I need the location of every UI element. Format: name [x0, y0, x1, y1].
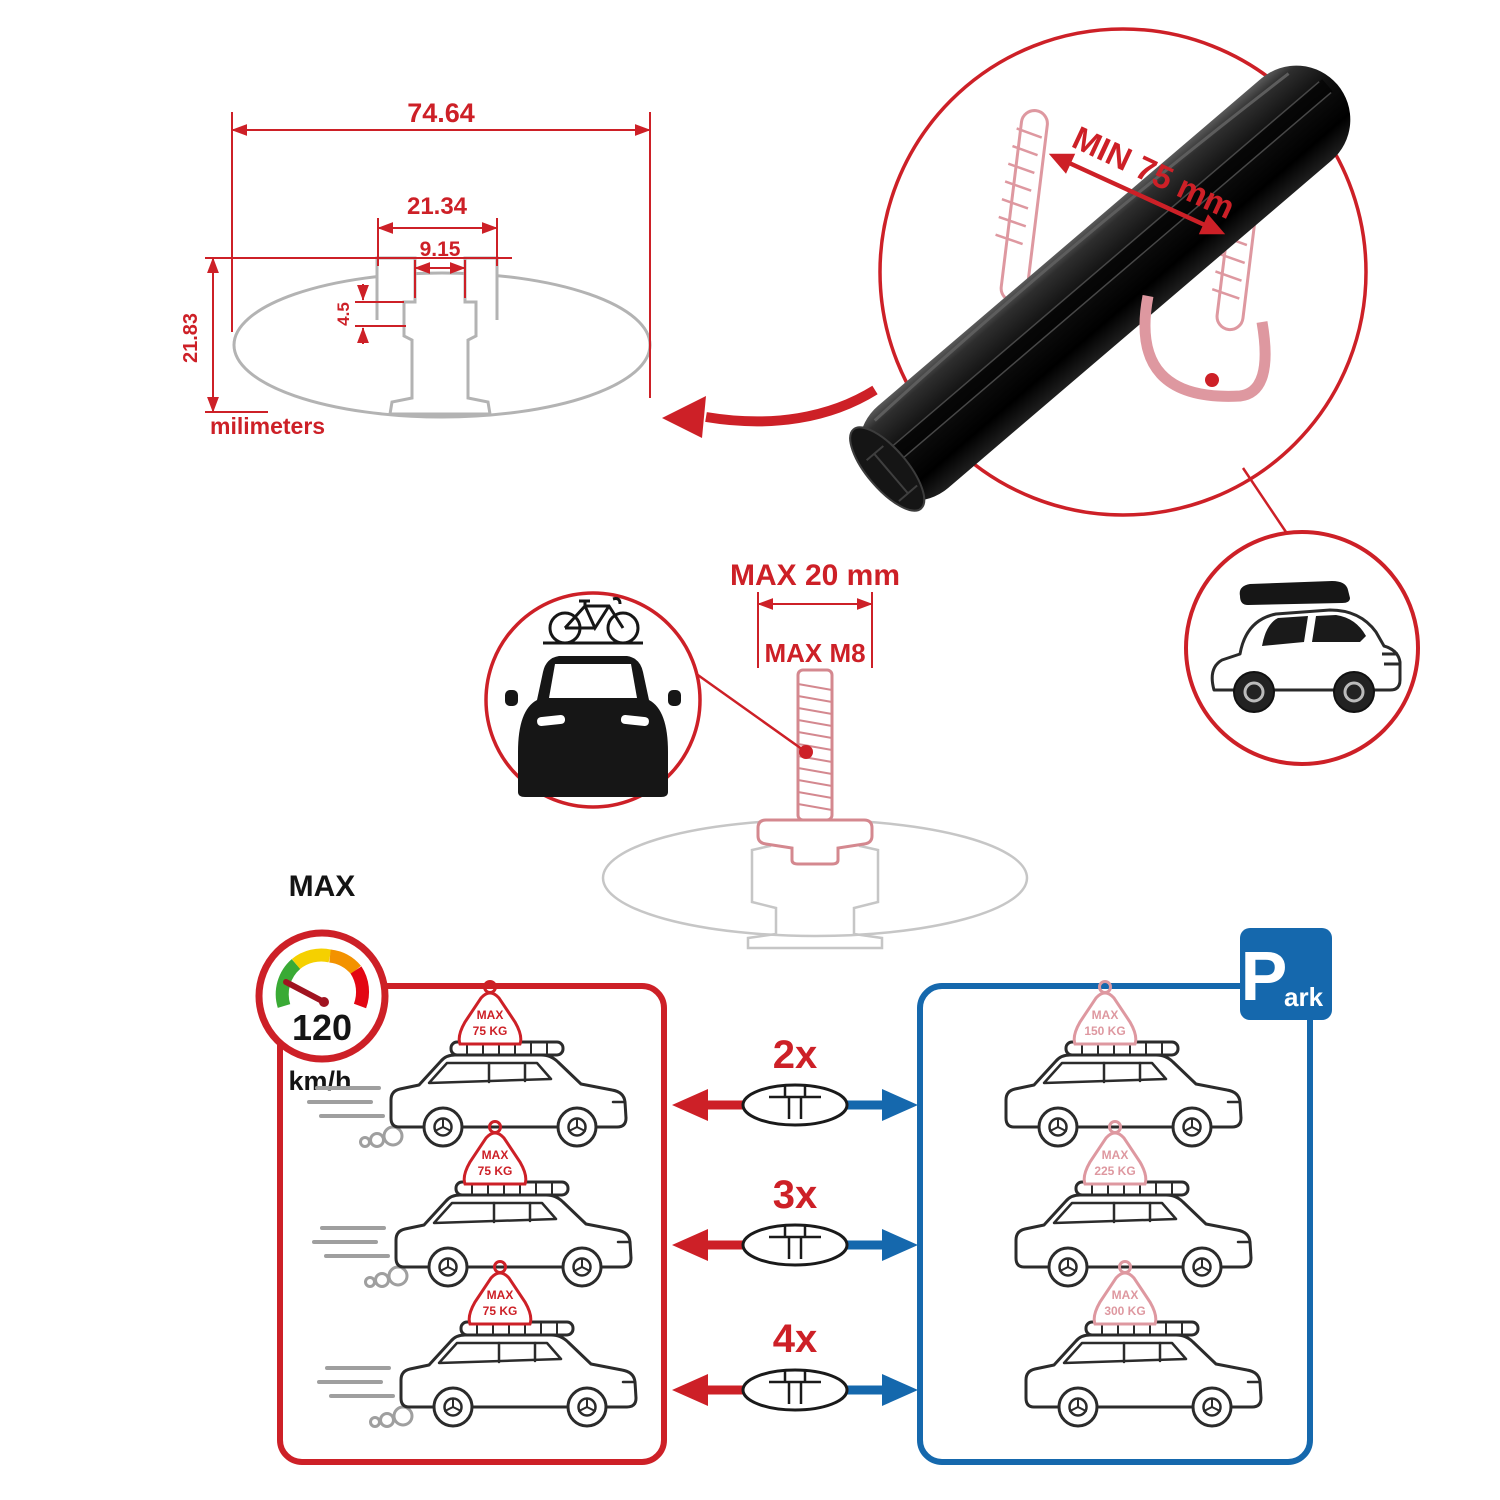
load-max-label: MAX [482, 1148, 509, 1162]
right-arrowhead [882, 1374, 918, 1406]
technical-drawing: 74.64 21.34 9.15 4.5 21.83 milimeters [180, 98, 652, 439]
t-bolt [756, 668, 874, 866]
motion-lines [312, 1226, 390, 1258]
dim-total-width: 74.64 [407, 98, 475, 128]
load-weight-label: 300 KG [1104, 1304, 1145, 1318]
crossbar-section-icon [741, 1083, 849, 1127]
dim-step-depth: 4.5 [334, 302, 353, 326]
load-badge: MAX 225 KG [1082, 1120, 1148, 1186]
right-car-2: MAX 225 KG [1014, 1120, 1253, 1288]
exhaust-smoke [392, 1405, 414, 1427]
speed-limit-gauge: MAX [289, 870, 356, 903]
left-arrowhead [672, 1089, 708, 1121]
dim-slot-width: 21.34 [407, 193, 468, 220]
park-sign-suffix: ark [1284, 982, 1324, 1012]
dim-opening-width: 9.15 [420, 238, 461, 261]
speed-value: 120 [292, 1007, 352, 1048]
right-arrowhead [882, 1089, 918, 1121]
load-max-label: MAX [1092, 1008, 1119, 1022]
load-max-label: MAX [1102, 1148, 1129, 1162]
quantity-row-2: 3x [672, 1173, 918, 1267]
quantity-row-1: 2x [672, 1033, 918, 1127]
bike-car-circle [484, 591, 702, 809]
load-weight-label: 225 KG [1094, 1164, 1135, 1178]
bolt-point-dot [799, 745, 813, 759]
park-sign [1240, 928, 1332, 1020]
load-max-label: MAX [477, 1008, 504, 1022]
load-weight-label: 150 KG [1084, 1024, 1125, 1038]
right-arrowhead [882, 1229, 918, 1261]
crossbar-section-icon [741, 1223, 849, 1267]
connector-line [1241, 467, 1292, 539]
load-weight-label: 75 KG [473, 1024, 508, 1038]
attachment-point-dot [1205, 373, 1219, 387]
crossbar-section-icon [741, 1368, 849, 1412]
max-thread-label: MAX M8 [764, 638, 865, 668]
max-width-label: MAX 20 mm [730, 559, 900, 592]
left-arrowhead [672, 1229, 708, 1261]
load-weight-label: 75 KG [483, 1304, 518, 1318]
quantity-row-3: 4x [672, 1317, 918, 1412]
motion-lines [317, 1366, 395, 1398]
speed-unit: km/h [288, 1066, 351, 1096]
suv-with-roofbox [1210, 581, 1402, 713]
speedometer: 120 km/h [255, 929, 389, 1096]
right-car-3: MAX 300 KG [1024, 1260, 1263, 1428]
quantity-rows: 2x 3x 4x [672, 1033, 918, 1412]
units-label: milimeters [210, 413, 325, 439]
left-car-3: MAX 75 KG [317, 1260, 638, 1428]
min-width-arrow [1048, 153, 1226, 235]
bicycle-icon [543, 597, 643, 645]
park-sign-letter: P [1241, 937, 1288, 1015]
motion-lines [307, 1086, 385, 1118]
left-cars: MAX 75 KG MAX 75 KG [307, 980, 638, 1428]
clamp-strap [1139, 294, 1271, 402]
left-car-1: MAX 75 KG [307, 980, 628, 1148]
gauge-needle [283, 979, 327, 1005]
quantity-label: 4x [773, 1317, 818, 1361]
crossbar-detail-circle: MIN 75 mm [662, 27, 1368, 539]
load-badge: MAX 75 KG [462, 1120, 528, 1186]
gauge-max-label: MAX [289, 870, 356, 903]
load-badge: MAX 300 KG [1092, 1260, 1158, 1326]
t-slot-profile [375, 256, 499, 416]
load-weight-label: 75 KG [478, 1164, 513, 1178]
load-max-label: MAX [1112, 1288, 1139, 1302]
load-badge: MAX 75 KG [467, 1260, 533, 1326]
exhaust-smoke [382, 1125, 404, 1147]
left-car-2: MAX 75 KG [312, 1120, 633, 1288]
pointer-arrow [662, 385, 878, 438]
quantity-label: 3x [773, 1173, 818, 1217]
roofbox-car-circle [1184, 530, 1420, 766]
quantity-label: 2x [773, 1033, 818, 1077]
car-front-with-bike [505, 597, 681, 797]
dim-total-height: 21.83 [180, 313, 202, 363]
roof-box [1239, 581, 1350, 605]
exhaust-smoke [387, 1265, 409, 1287]
right-cars: MAX 150 KG MAX 225 KG MAX 300 KG [1004, 980, 1263, 1428]
crossbar-3d-render [849, 65, 1351, 512]
load-badge: MAX 75 KG [457, 980, 523, 1046]
load-max-label: MAX [487, 1288, 514, 1302]
bolt-diagram: MAX 20 mm MAX M8 [601, 559, 1029, 950]
right-car-1: MAX 150 KG [1004, 980, 1243, 1148]
load-badge: MAX 150 KG [1072, 980, 1138, 1046]
leader-line [687, 666, 807, 754]
left-arrowhead [672, 1374, 708, 1406]
